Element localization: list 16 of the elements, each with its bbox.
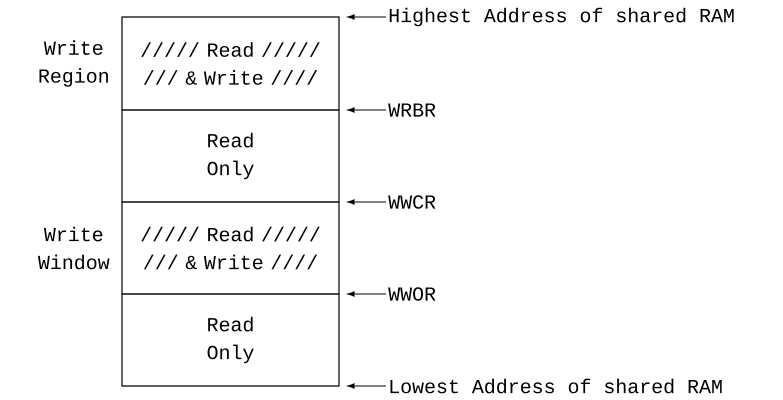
address-label: Highest Address of shared RAM xyxy=(390,8,734,26)
memory-region-box: Read Only xyxy=(121,293,340,387)
arrow xyxy=(347,199,386,205)
arrow xyxy=(347,291,386,297)
memory-region-box: ///// Read ///// /// & Write //// xyxy=(121,16,340,111)
memory-region-box: Read Only xyxy=(121,109,340,203)
arrow xyxy=(347,383,386,389)
address-label: Lowest Address of shared RAM xyxy=(390,378,722,394)
address-label: WRBR xyxy=(388,103,436,117)
side-label: Write Window xyxy=(38,226,110,270)
address-label: WWCR xyxy=(388,195,436,209)
arrow xyxy=(347,107,386,113)
arrow xyxy=(347,14,386,20)
memory-region-box: ///// Read ///// /// & Write //// xyxy=(121,201,340,295)
address-label: WWOR xyxy=(388,287,436,301)
side-label: Write Region xyxy=(40,40,108,87)
